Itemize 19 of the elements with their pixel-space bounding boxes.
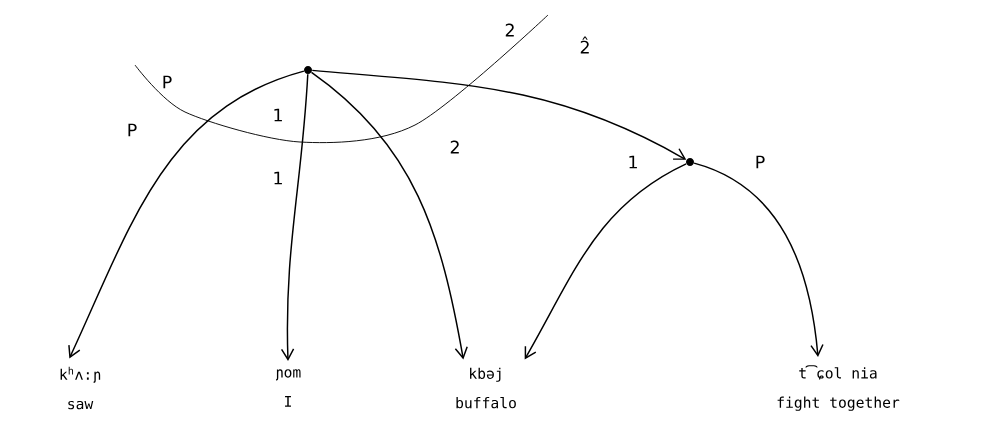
word-gloss: k$^{h}$ʌ:ɲ saw bbox=[60, 366, 101, 410]
arrow bbox=[310, 71, 468, 360]
word-gloss: t͡ɕol nia fight together bbox=[777, 365, 900, 411]
word-gloss: kbəj buffalo bbox=[456, 367, 516, 409]
edge-label: 2 bbox=[450, 140, 459, 154]
edge-label: 1 bbox=[274, 171, 282, 185]
stratum-label: 1 bbox=[274, 108, 282, 122]
edge-label: P bbox=[128, 123, 137, 137]
stratum-label: 2 bbox=[505, 23, 514, 37]
edge-label: 2̂ bbox=[580, 36, 589, 54]
arrow bbox=[68, 70, 305, 359]
edge-label: P bbox=[756, 155, 765, 169]
arrow bbox=[280, 73, 309, 361]
arrow bbox=[693, 162, 824, 357]
edge-label: 1 bbox=[629, 155, 637, 169]
arrow bbox=[524, 163, 687, 360]
stratum-label: P bbox=[163, 75, 172, 89]
word-gloss: ɲom I bbox=[276, 369, 301, 407]
arrow bbox=[311, 69, 687, 160]
